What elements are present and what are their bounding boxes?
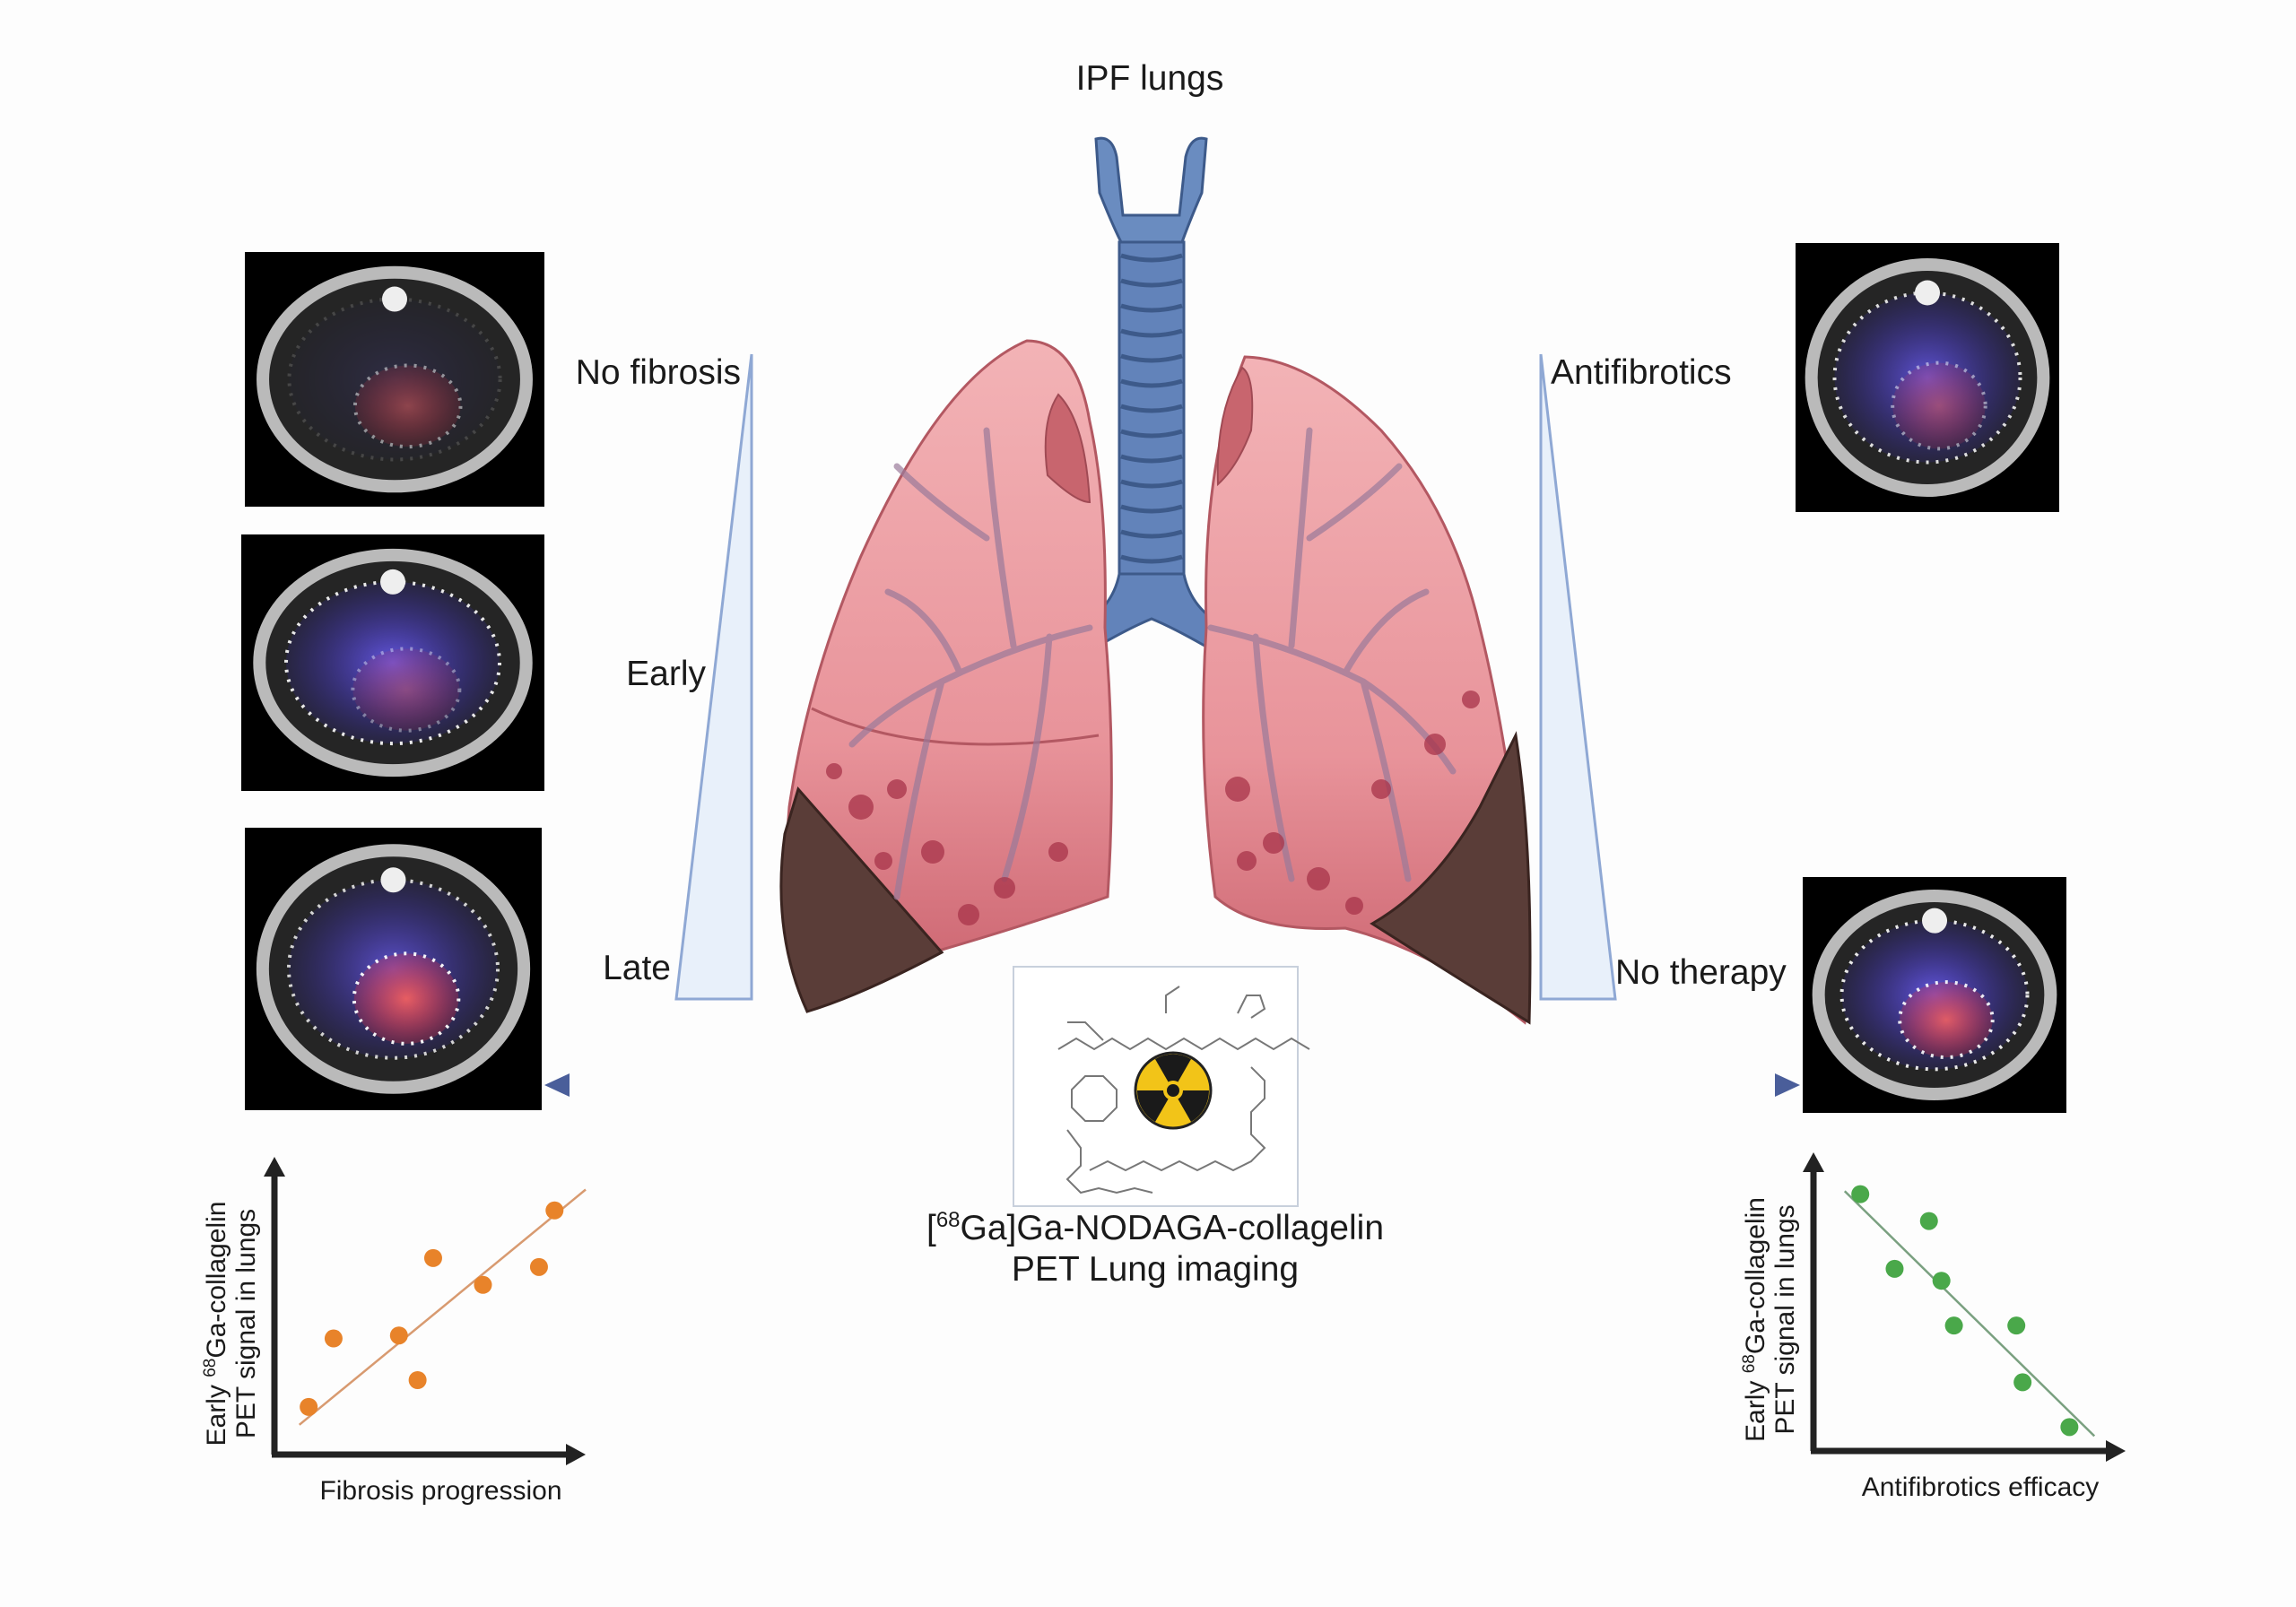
tracer-name: [68Ga]Ga-NODAGA-collagelin	[926, 1208, 1384, 1247]
trendline	[298, 1188, 587, 1426]
y-axis-label-line1: Early 68Ga-collagelin	[1740, 1197, 1770, 1442]
arrow-to-fibrosis-images	[544, 1073, 1007, 1097]
therapy-scale-wedge	[1539, 353, 1617, 1001]
data-point	[1919, 1212, 1938, 1230]
label-early: Early	[626, 655, 706, 693]
x-axis-label: Fibrosis progression	[319, 1476, 561, 1506]
fibrosis-scale-wedge	[674, 353, 753, 1001]
data-point	[2013, 1373, 2032, 1392]
data-point	[545, 1201, 564, 1220]
label-antifibrotics: Antifibrotics	[1551, 353, 1732, 392]
y-axis-label-line2: PET signal in lungs	[1770, 1204, 1800, 1434]
pet-image-antifibrotics	[1796, 243, 2059, 512]
scatter-chart-2: Antifibrotics efficacy Early 68Ga-collage…	[1740, 1152, 2126, 1502]
label-no-fibrosis: No fibrosis	[576, 353, 741, 392]
left-lung-illustration	[779, 339, 1113, 1013]
pet-image-no-therapy	[1803, 877, 2066, 1113]
arrow-to-therapy-images	[1340, 1073, 1800, 1097]
right-lung-illustration	[1202, 355, 1532, 1025]
x-axis-arrowhead	[2106, 1440, 2126, 1462]
pet-image-late	[245, 828, 542, 1110]
data-point	[300, 1397, 318, 1416]
data-point	[389, 1326, 408, 1345]
data-point	[1885, 1259, 1904, 1278]
trachea-illustration	[1074, 136, 1230, 647]
diagram-title: IPF lungs	[1076, 59, 1224, 98]
data-point	[529, 1257, 548, 1276]
tracer-modality: PET Lung imaging	[1012, 1250, 1299, 1289]
data-point	[1851, 1185, 1870, 1203]
data-point	[1944, 1316, 1963, 1335]
x-axis-arrowhead	[566, 1444, 586, 1465]
x-axis-label: Antifibrotics efficacy	[1862, 1472, 2100, 1502]
scatter-chart-1: Fibrosis progression Early 68Ga-collageli…	[201, 1157, 587, 1506]
collagelin-molecule-structure	[1013, 966, 1310, 1207]
data-point	[2007, 1316, 2026, 1335]
label-no-therapy: No therapy	[1615, 953, 1787, 992]
pet-image-no-fibrosis	[245, 252, 544, 507]
trendline	[1843, 1190, 2096, 1438]
label-late: Late	[603, 949, 671, 987]
data-point	[423, 1248, 442, 1267]
data-point	[324, 1329, 343, 1348]
data-point	[474, 1275, 492, 1294]
y-axis-label-line2: PET signal in lungs	[231, 1209, 261, 1438]
data-point	[2060, 1418, 2079, 1437]
y-axis-arrowhead	[1803, 1152, 1824, 1172]
data-point	[408, 1371, 427, 1389]
pet-image-early	[241, 534, 544, 791]
data-point	[1932, 1272, 1951, 1290]
y-axis-label-line1: Early 68Ga-collagelin	[201, 1202, 231, 1446]
y-axis-arrowhead	[264, 1157, 285, 1177]
